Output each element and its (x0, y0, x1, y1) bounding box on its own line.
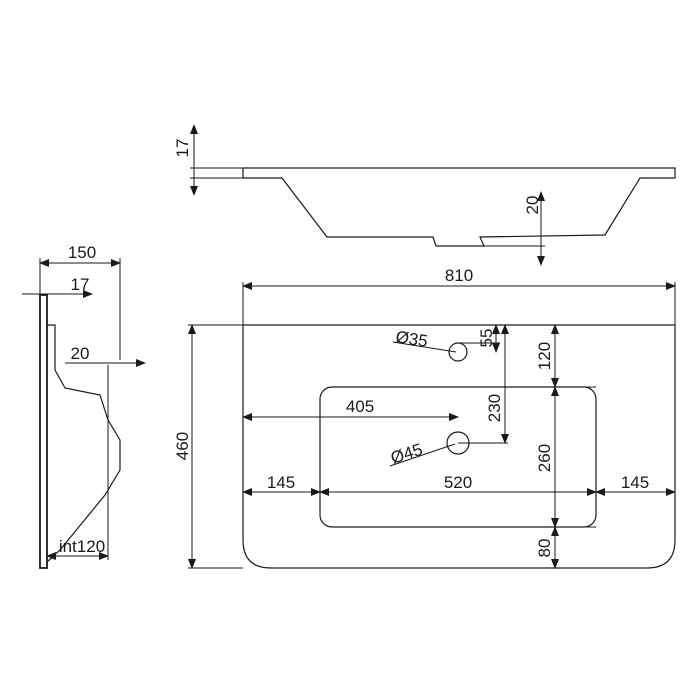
side-rim-label: 17 (71, 275, 90, 294)
rim-thickness-label: 17 (173, 139, 192, 158)
front-margin-bottom-label: 80 (535, 539, 554, 558)
tap-hole-leader (392, 341, 457, 353)
plan-view: 810 460 Ø35 55 230 405 Ø45 120 260 80 (173, 266, 676, 569)
bowl-offset-label: 20 (523, 196, 542, 215)
basin-profile-front (242, 167, 676, 247)
side-int-label: int120 (59, 537, 105, 556)
front-elevation-view: 17 20 (173, 124, 676, 266)
drain-from-back-label: 230 (485, 394, 504, 422)
drain-diameter-label: Ø45 (388, 440, 424, 468)
bowl-depth-label: 260 (535, 444, 554, 472)
overall-depth-label: 460 (173, 432, 192, 460)
side-offset-label: 20 (71, 344, 90, 363)
side-section-view: 150 17 20 int120 (22, 243, 146, 569)
basin-outline-plan (242, 324, 676, 569)
tap-hole (448, 342, 468, 362)
front-margin-top-label: 120 (535, 342, 554, 370)
tap-hole-offset-label: 55 (477, 329, 496, 348)
left-margin-label: 145 (267, 473, 295, 492)
tap-hole-diameter-label: Ø35 (394, 327, 429, 351)
drain-from-left-label: 405 (346, 397, 374, 416)
overall-width-label: 810 (445, 266, 473, 285)
right-margin-label: 145 (621, 473, 649, 492)
drain-leader (389, 443, 456, 467)
bowl-outline-plan (319, 386, 597, 528)
side-depth-label: 150 (68, 243, 96, 262)
bowl-width-label: 520 (444, 473, 472, 492)
basin-profile-side (39, 294, 48, 569)
